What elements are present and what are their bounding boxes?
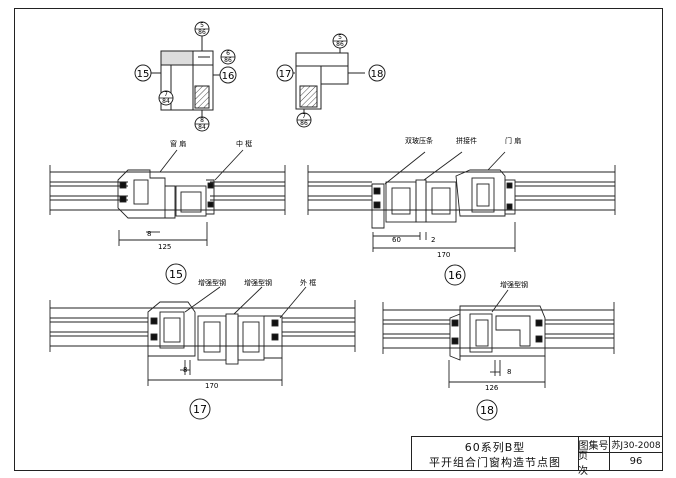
detail-17-callout: 17 [193,403,207,416]
detail-18-section [382,289,615,388]
title-block: 60系列B型 平开组合门窗构造节点图 图集号 苏J30-2008 页次 96 [411,436,663,477]
index-num: 6 [226,50,230,57]
dim-small: 2 [431,236,435,244]
callout-17-ring [276,64,294,82]
index-sheet: 86 [300,120,308,127]
index-num: 7 [302,113,306,120]
page-number: 96 [629,456,643,467]
label-mullion: 中 梃 [236,139,252,148]
atlas-number-value: 苏J30-2008 [610,437,662,453]
label-steel-1: 增强型钢 [198,278,226,287]
index-sheet: 86 [336,41,344,48]
detail-15-section [49,149,286,246]
key-plan-a [150,36,222,118]
detail-15-callout: 15 [169,268,183,281]
detail-18-callout-ring [476,399,498,421]
label-outer-frame: 外 框 [300,278,316,287]
callout-18-ring [368,64,386,82]
key-plan-b [286,38,365,114]
detail-16-section [307,151,616,252]
dim-total: 125 [158,243,171,251]
callout-15-text: 15 [137,69,150,80]
index-num: 8 [200,117,204,124]
callout-15-ring [134,64,152,82]
label-connector: 拼接件 [456,136,477,145]
index-sheet: 84 [162,98,170,105]
detail-16-callout-ring [444,264,466,286]
sheet-border [14,8,663,471]
drawing-title-line1: 60系列B型 [464,441,526,454]
dim-small: 8 [183,366,187,374]
detail-18-labels: 增强型钢 8 126 [485,280,528,392]
index-sheet: 84 [198,124,206,131]
callout-16-ring [219,66,237,84]
detail-16-labels: 双玻压条 拼接件 门 扇 60 2 170 [392,136,521,259]
callout-18-text: 18 [371,69,384,80]
label-door-sash: 门 扇 [505,136,521,145]
detail-17-labels: 增强型钢 增强型钢 外 框 8 170 [183,278,316,390]
atlas-number-label: 图集号 [578,437,610,453]
title-cell: 60系列B型 平开组合门窗构造节点图 [412,437,579,470]
dim-small: 8 [147,230,151,238]
page-label: 页次 [578,451,610,477]
dim-left: 60 [392,236,401,244]
callout-16-text: 16 [222,71,235,82]
detail-15-callout-ring [165,263,187,285]
title-block-grid: 图集号 苏J30-2008 页次 96 [578,437,662,477]
index-num: 7 [164,91,168,98]
dim-total: 126 [485,384,499,392]
label-glazing-bead: 双玻压条 [405,136,433,145]
callout-17-text: 17 [279,69,292,80]
index-num: 5 [338,34,342,41]
detail-15-labels: 窗 扇 中 梃 8 125 [147,139,252,251]
drawing-title-line2: 平开组合门窗构造节点图 [429,456,561,469]
label-steel: 增强型钢 [500,280,528,289]
index-sheet: 86 [224,57,232,64]
index-sheet: 86 [198,29,206,36]
detail-18-callout: 18 [480,404,494,417]
dim-total: 170 [205,382,218,390]
detail-16-callout: 16 [448,269,462,282]
dim-total: 170 [437,251,450,259]
detail-17-callout-ring [189,398,211,420]
label-steel-2: 增强型钢 [244,278,272,287]
index-num: 5 [200,22,204,29]
label-sash: 窗 扇 [170,139,186,148]
detail-17-section [49,286,356,386]
dim-small: 8 [507,368,511,376]
